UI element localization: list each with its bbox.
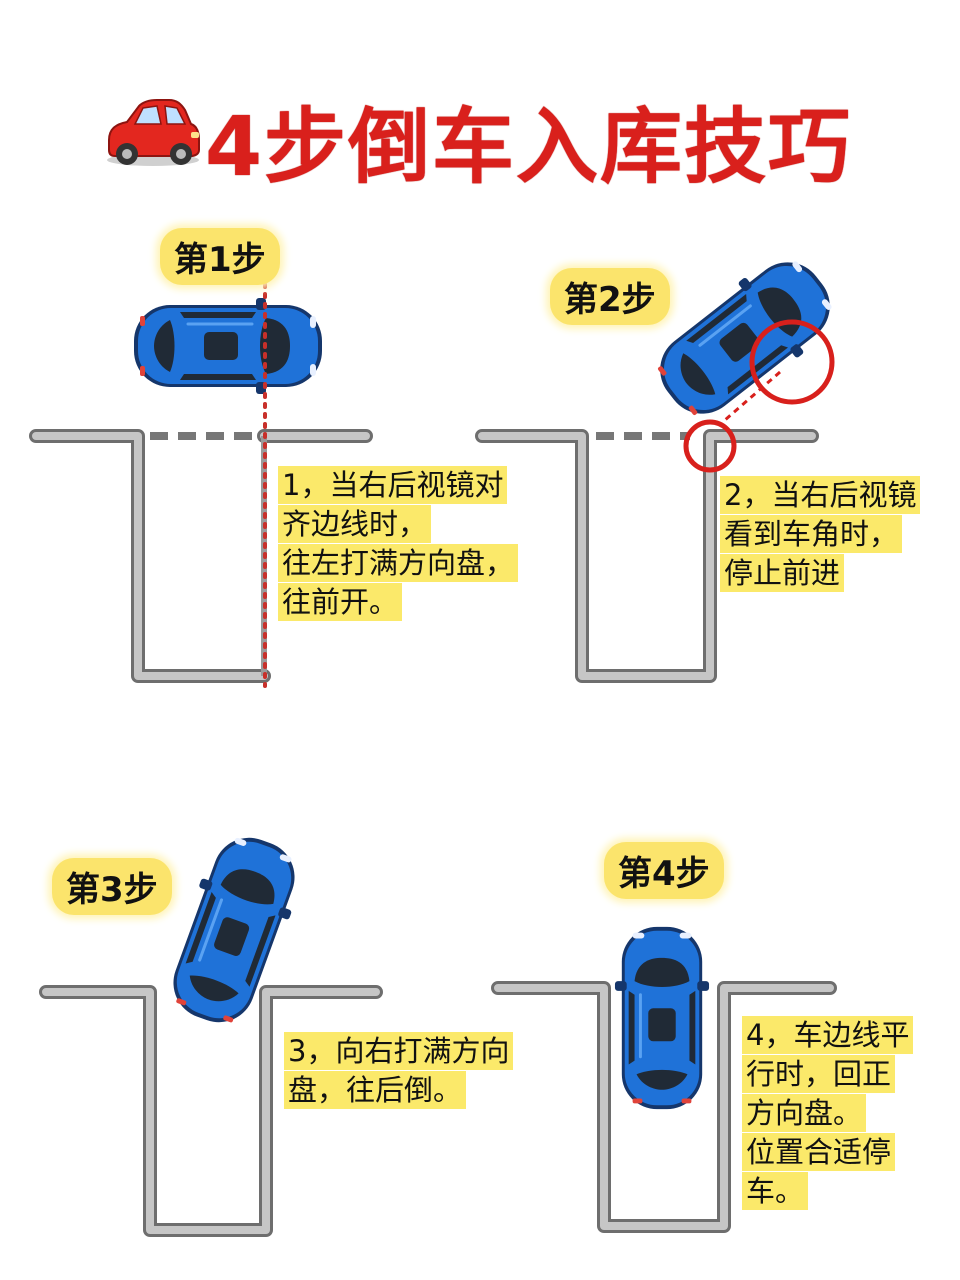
note-line: 位置合适停 xyxy=(742,1133,896,1171)
step1-note: 1，当右后视镜对 齐边线时， 往左打满方向盘， 往前开。 xyxy=(278,466,519,622)
car-step3 xyxy=(155,823,313,1037)
car-step4 xyxy=(613,925,711,1111)
step4-note: 4，车边线平 行时，回正 方向盘。 位置合适停 车。 xyxy=(742,1016,914,1211)
step3-note: 3，向右打满方向 盘，往后倒。 xyxy=(284,1032,514,1110)
car-step2 xyxy=(639,240,851,436)
note-line: 盘，往后倒。 xyxy=(284,1071,467,1109)
note-line: 4，车边线平 xyxy=(742,1016,914,1054)
step3-badge: 第3步 xyxy=(52,858,172,915)
step2-diagram xyxy=(475,240,851,683)
note-line: 车。 xyxy=(742,1172,809,1210)
red-car-icon xyxy=(107,99,200,166)
car-step1 xyxy=(132,296,324,396)
note-line: 行时，回正 xyxy=(742,1055,896,1093)
step4-diagram xyxy=(491,925,837,1233)
note-line: 停止前进 xyxy=(720,554,845,592)
step2-note: 2，当右后视镜 看到车角时， 停止前进 xyxy=(720,476,921,593)
note-line: 齐边线时， xyxy=(278,505,432,543)
sight-line xyxy=(724,370,781,422)
note-line: 往前开。 xyxy=(278,583,403,621)
note-line: 往左打满方向盘， xyxy=(278,544,519,582)
corner-highlight-circle xyxy=(683,419,737,473)
step4-badge: 第4步 xyxy=(604,842,724,899)
step3-diagram xyxy=(39,823,383,1237)
note-line: 3，向右打满方向 xyxy=(284,1032,514,1070)
step1-diagram xyxy=(29,282,373,688)
note-line: 1，当右后视镜对 xyxy=(278,466,508,504)
mirror-highlight-circle xyxy=(749,319,835,405)
note-line: 方向盘。 xyxy=(742,1094,867,1132)
page-title: 4步倒车入库技巧 xyxy=(205,100,853,195)
note-line: 2，当右后视镜 xyxy=(720,476,921,514)
step1-badge: 第1步 xyxy=(160,228,280,285)
step2-badge: 第2步 xyxy=(550,268,670,325)
note-line: 看到车角时， xyxy=(720,515,903,553)
